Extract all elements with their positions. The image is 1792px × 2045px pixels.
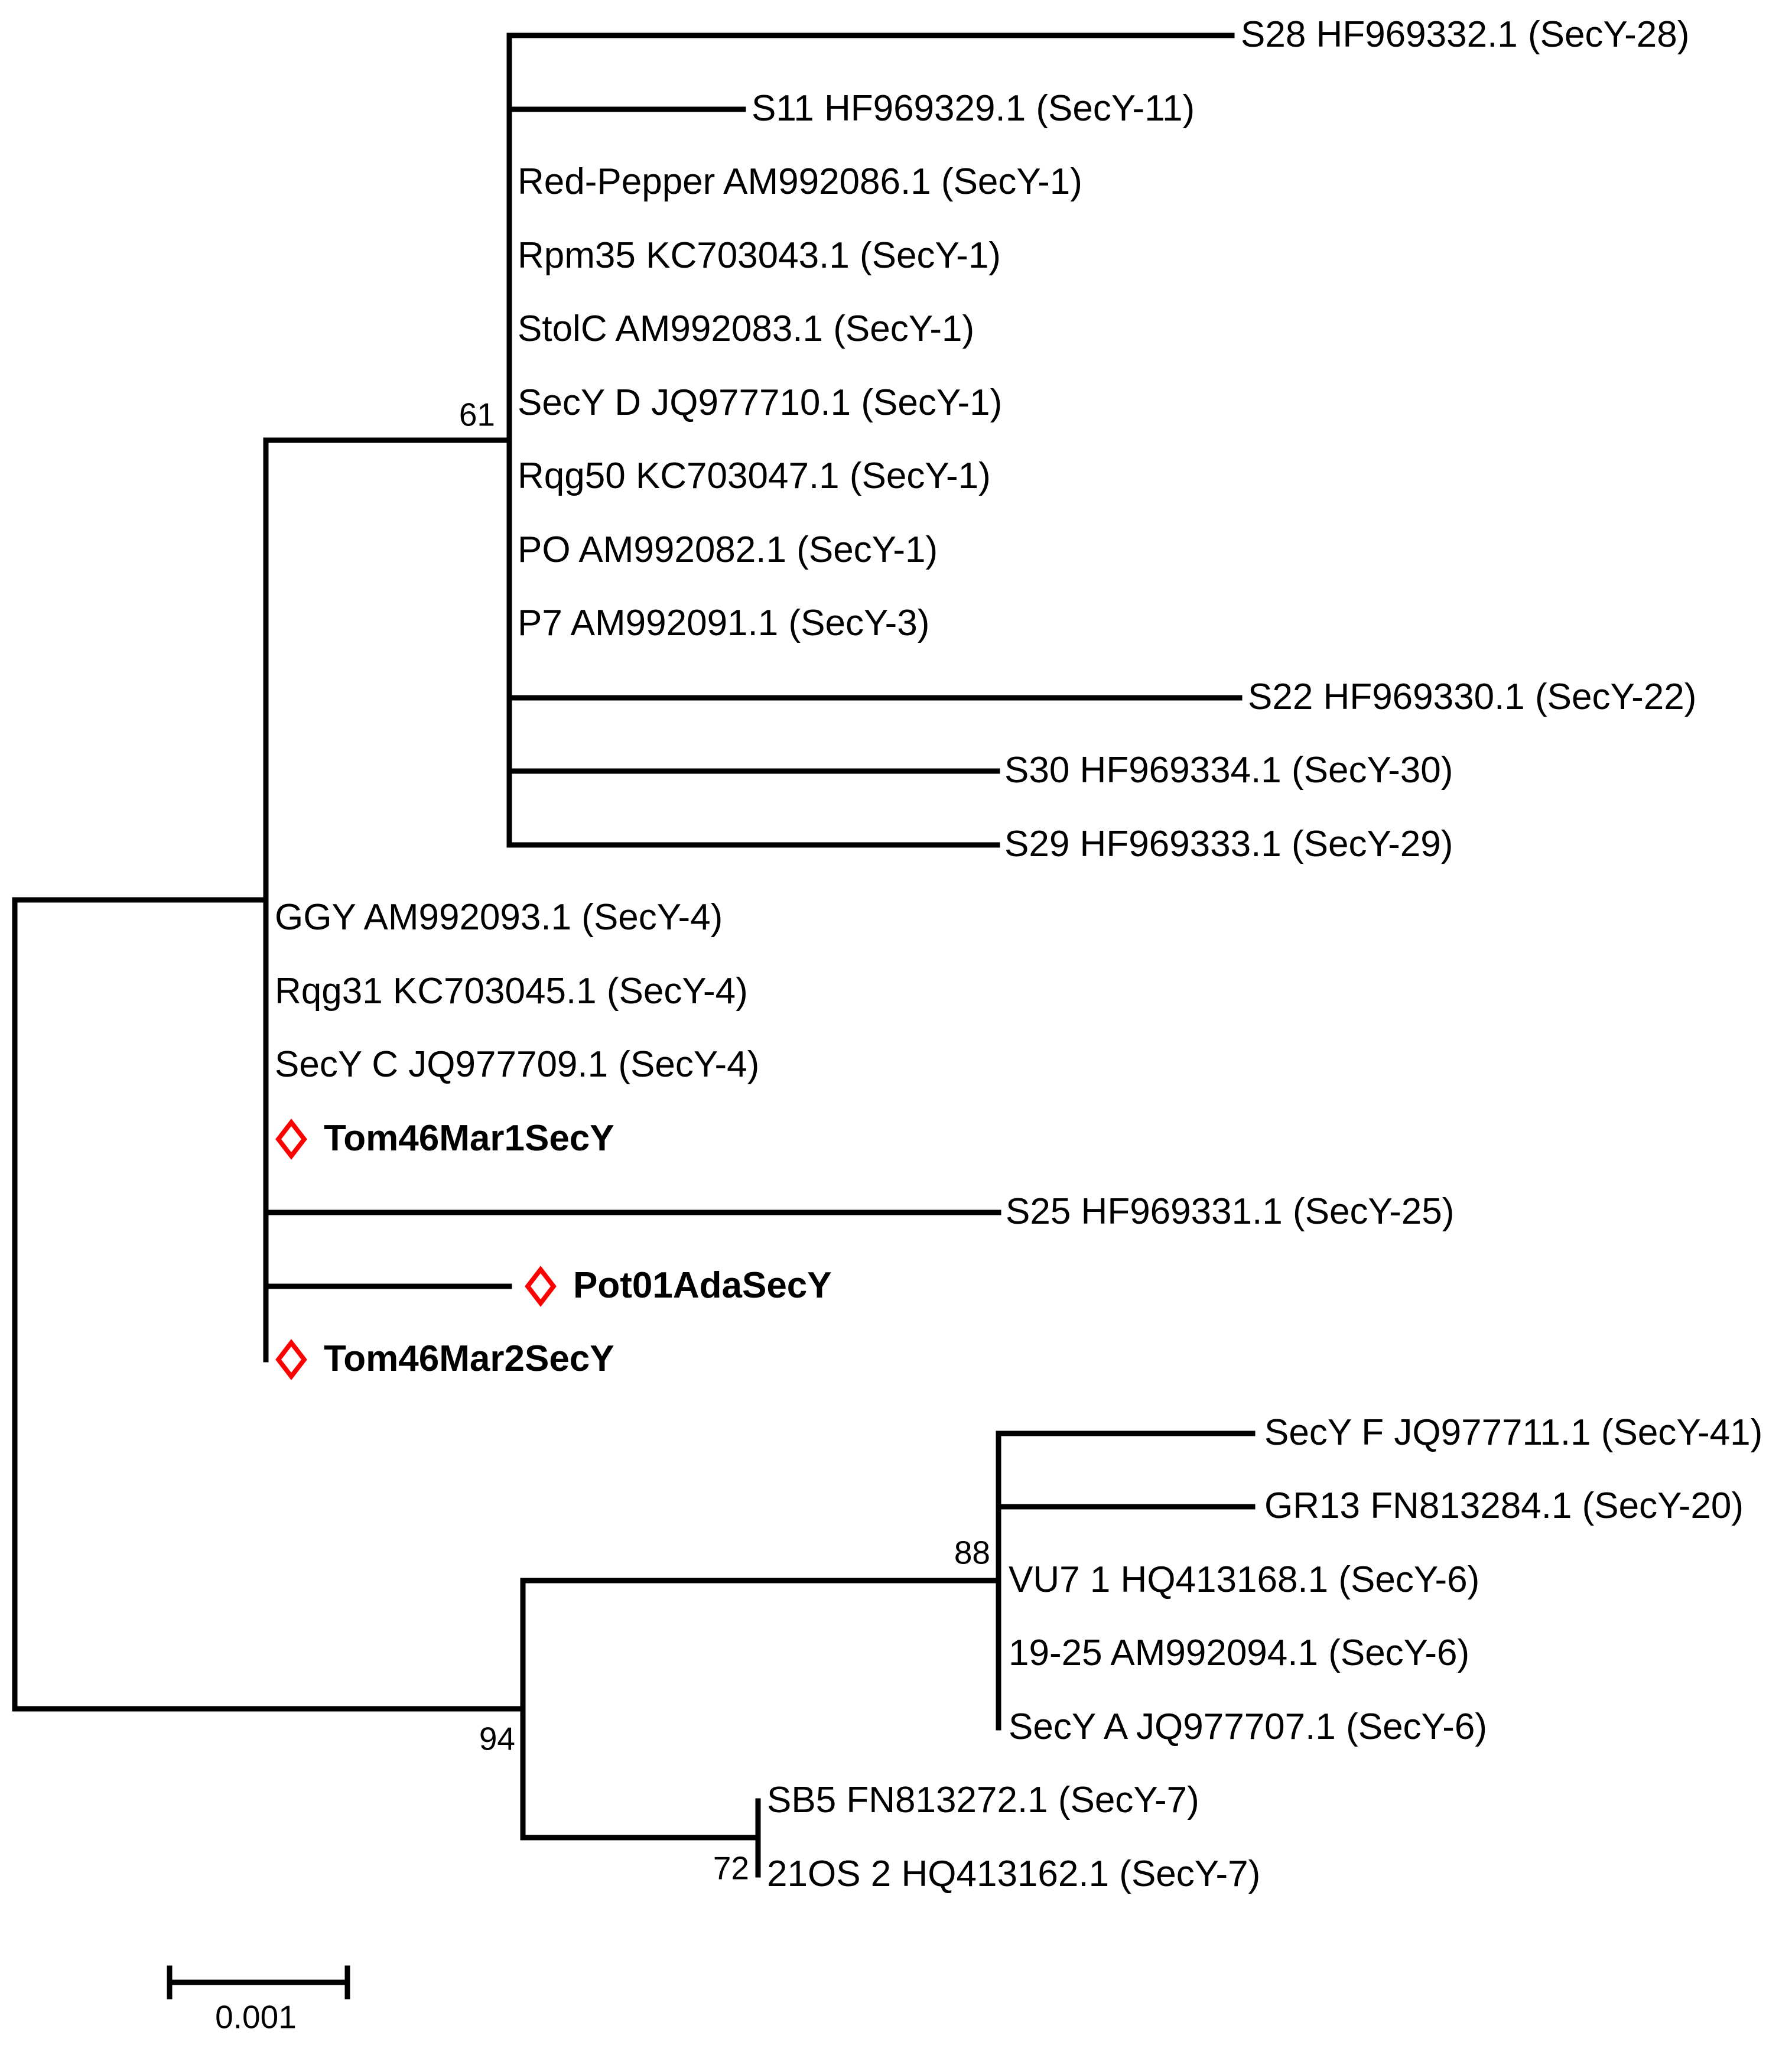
bootstrap-value: 61: [458, 396, 495, 433]
taxon-label: SecY C JQ977709.1 (SecY-4): [275, 1043, 760, 1085]
taxon-label: GGY AM992093.1 (SecY-4): [275, 896, 723, 938]
taxon-label: S29 HF969333.1 (SecY-29): [1004, 823, 1453, 864]
taxon-label: SecY A JQ977707.1 (SecY-6): [1009, 1706, 1487, 1747]
taxon-label: S11 HF969329.1 (SecY-11): [752, 87, 1195, 129]
taxon-label: Rqg50 KC703047.1 (SecY-1): [518, 455, 991, 496]
taxon-label: PO AM992082.1 (SecY-1): [518, 529, 938, 570]
bootstrap-value: 88: [954, 1534, 990, 1571]
scale-bar-label: 0.001: [215, 1998, 297, 2036]
taxon-label: Rpm35 KC703043.1 (SecY-1): [518, 235, 1001, 276]
taxon-label: S22 HF969330.1 (SecY-22): [1248, 676, 1697, 717]
taxon-label: Rqg31 KC703045.1 (SecY-4): [275, 970, 748, 1012]
taxon-label: S25 HF969331.1 (SecY-25): [1006, 1191, 1455, 1232]
taxon-label: Red-Pepper AM992086.1 (SecY-1): [518, 161, 1082, 202]
taxon-label: 19-25 AM992094.1 (SecY-6): [1009, 1632, 1470, 1673]
taxon-label: S28 HF969332.1 (SecY-28): [1241, 14, 1690, 55]
taxon-label: GR13 FN813284.1 (SecY-20): [1264, 1485, 1744, 1526]
bootstrap-value: 94: [479, 1720, 515, 1757]
taxon-label: SecY F JQ977711.1 (SecY-41): [1264, 1412, 1763, 1453]
taxon-label: SB5 FN813272.1 (SecY-7): [767, 1779, 1199, 1820]
taxon-label: Pot01AdaSecY: [573, 1264, 832, 1306]
taxon-label: VU7 1 HQ413168.1 (SecY-6): [1009, 1559, 1480, 1600]
taxon-label: SecY D JQ977710.1 (SecY-1): [518, 382, 1003, 423]
taxon-label: 21OS 2 HQ413162.1 (SecY-7): [767, 1853, 1261, 1894]
taxon-label: P7 AM992091.1 (SecY-3): [518, 602, 930, 643]
taxon-label: S30 HF969334.1 (SecY-30): [1004, 749, 1453, 791]
bootstrap-value: 72: [713, 1849, 749, 1887]
taxon-label: Tom46Mar2SecY: [324, 1338, 614, 1379]
taxon-label: Tom46Mar1SecY: [324, 1117, 614, 1159]
taxon-label: StolC AM992083.1 (SecY-1): [518, 308, 975, 349]
